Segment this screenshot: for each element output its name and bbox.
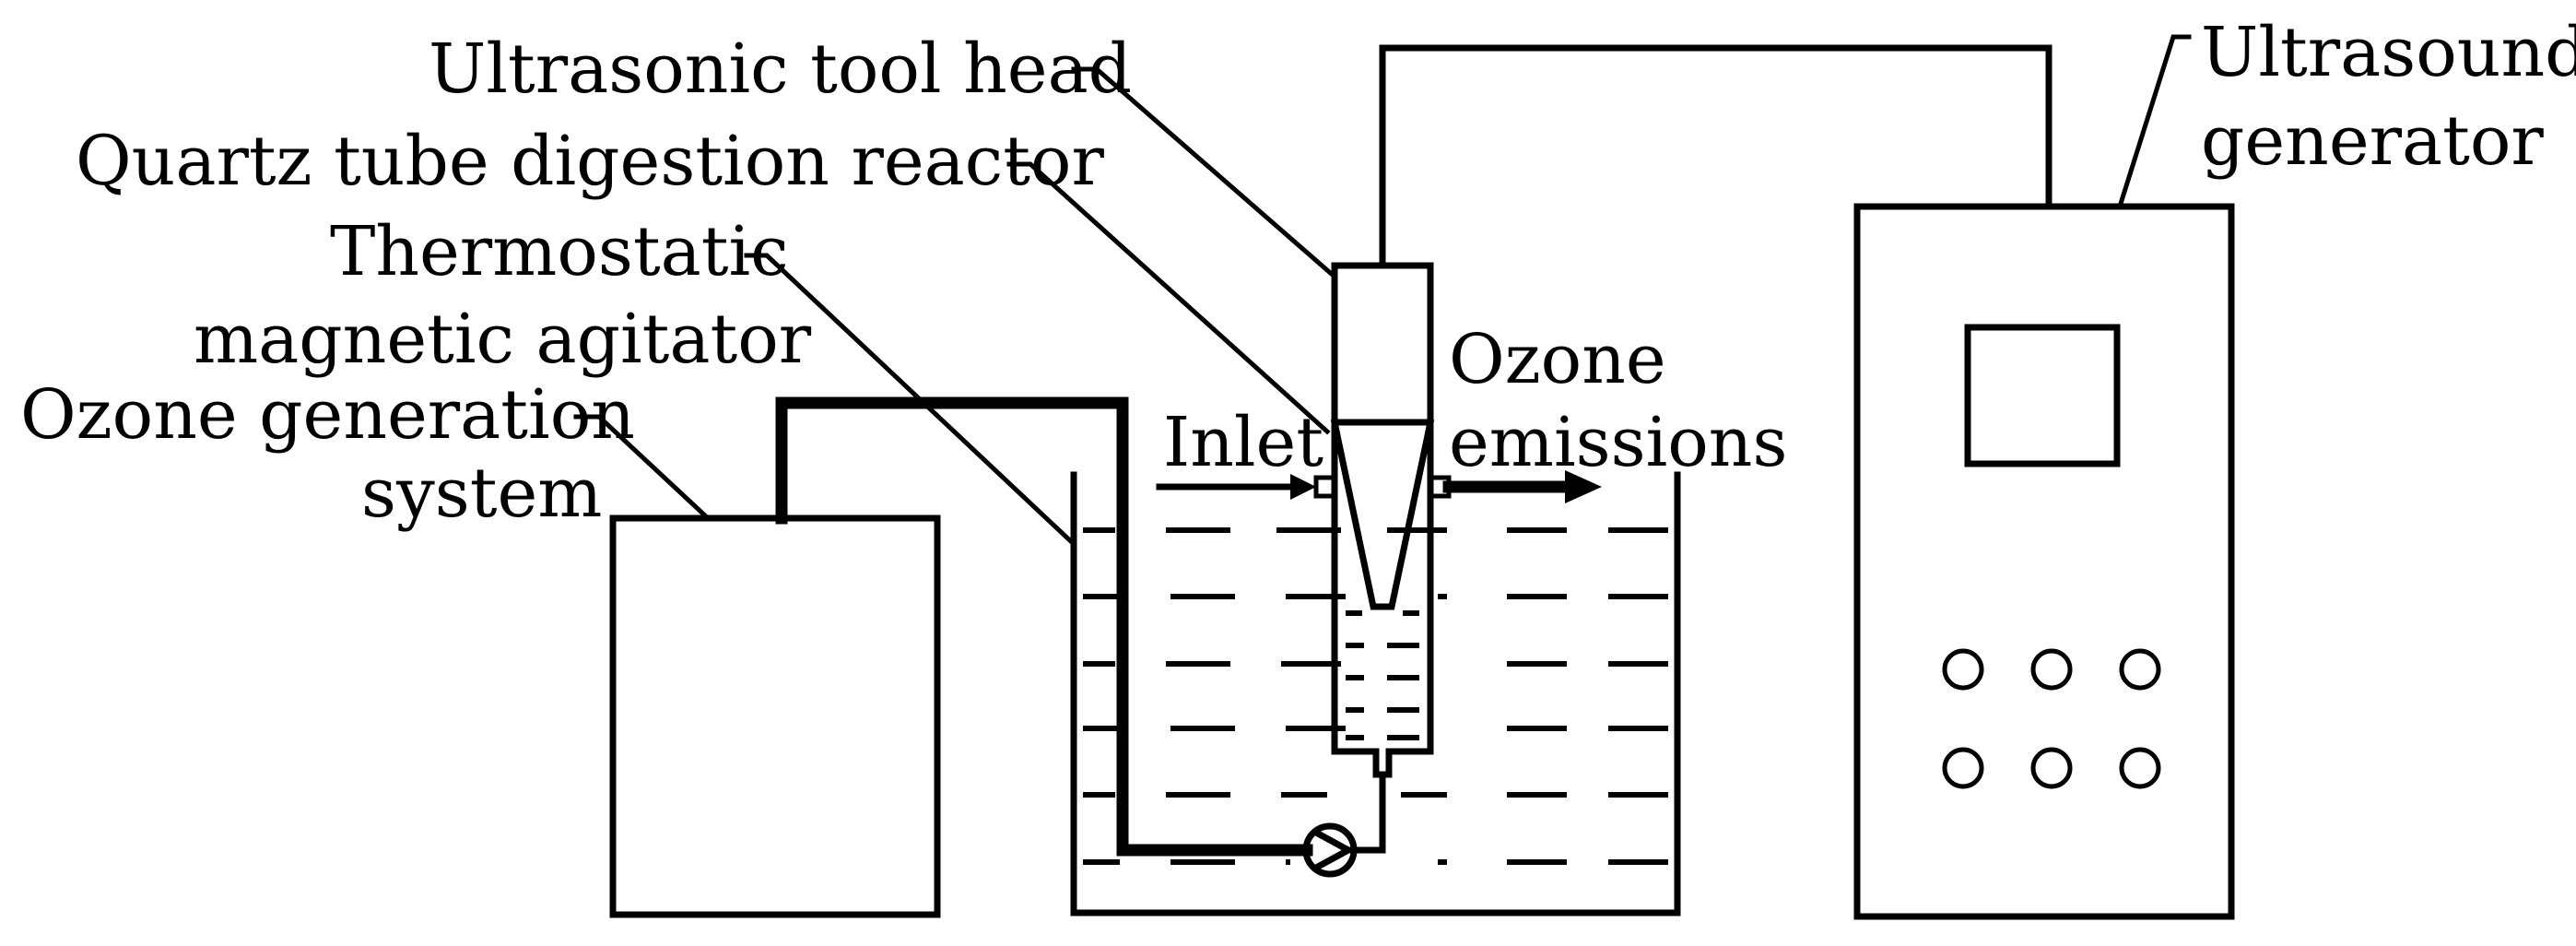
ultrasound-cable — [1379, 44, 2053, 269]
label-inlet: Inlet — [1163, 403, 1323, 482]
ozone-gas-pipe — [775, 396, 1313, 857]
label-ultrasound: Ultrasound — [2201, 13, 2576, 92]
pump-icon — [1302, 822, 1358, 878]
label-magnetic-agitator: magnetic agitator — [194, 300, 812, 379]
label-emissions: emissions — [1449, 403, 1787, 482]
knob-icon — [2119, 648, 2161, 691]
ozone-gas-pipe-to-reactor — [1349, 771, 1386, 854]
label-thermostatic: Thermostatic — [330, 212, 789, 291]
label-generator: generator — [2201, 101, 2544, 181]
ultrasound-generator-box — [1853, 203, 2235, 920]
ozone-emissions-arrow — [1442, 470, 1602, 503]
label-quartz-tube-reactor: Quartz tube digestion reactor — [76, 122, 1104, 201]
knob-icon — [1942, 648, 1984, 691]
knob-icon — [2030, 648, 2073, 691]
knob-icon — [2030, 747, 2073, 789]
knob-icon — [1942, 747, 1984, 789]
ozone-generation-system-box — [609, 514, 941, 918]
bath-water-dashes — [1083, 527, 1668, 865]
label-ozone: Ozone — [1449, 320, 1666, 399]
label-ozone-generation: Ozone generation — [20, 375, 635, 455]
knob-icon — [2119, 747, 2161, 789]
display-screen-icon — [1964, 324, 2121, 467]
control-knobs — [1942, 648, 2161, 789]
water-bath-tank — [1070, 471, 1681, 916]
leader-lines — [573, 34, 2192, 548]
quartz-tube-reactor — [1313, 262, 1452, 778]
label-ultrasonic-tool-head: Ultrasonic tool head — [429, 30, 1132, 109]
inlet-arrow — [1156, 474, 1316, 500]
label-ozone-generation-system: system — [361, 454, 602, 533]
